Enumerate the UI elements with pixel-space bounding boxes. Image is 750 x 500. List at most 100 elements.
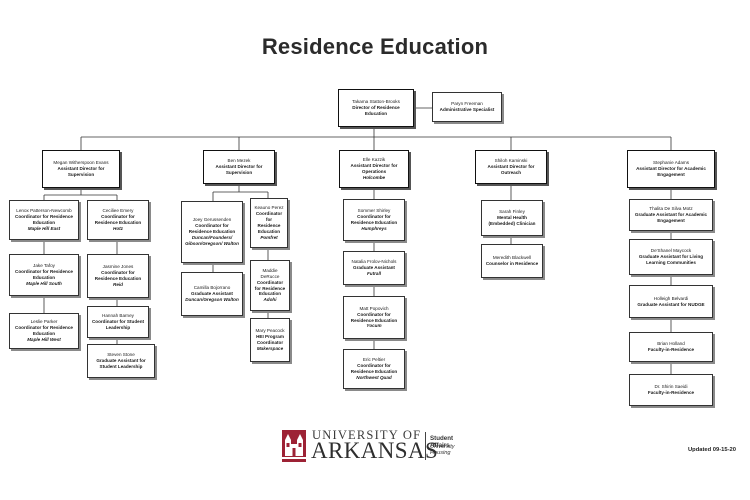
page-title: Residence Education	[261, 34, 489, 59]
staff-location: Duncan/Gregson Walton	[185, 296, 239, 302]
staff-name: Jake Tafoy	[33, 263, 55, 269]
staff-name: Steven Stone	[107, 352, 135, 358]
staff-title: Graduate Assistant for Academic Engageme…	[634, 212, 708, 223]
staff-title: Coordinator for Residence Education	[94, 214, 142, 225]
staff-title: Coordinator for Residence Education	[350, 311, 398, 323]
staff-title: Faculty-in-Residence	[647, 390, 695, 395]
staff-nichols-box: Natalia Frolov-Nichols Graduate Assistan…	[343, 251, 405, 285]
staff-title: Coordinator for Residence Education	[254, 279, 286, 297]
staff-name: Lenox Patterson-Newcomb	[16, 208, 72, 214]
ad-evans-name: Megan Witherspoon Evans	[53, 160, 109, 166]
staff-peacock-box: Mary Peacock HEI Program Coordinator Mak…	[250, 318, 290, 362]
staff-name: Natalia Frolov-Nichols	[351, 259, 397, 265]
ad-kazzik-title: Assistant Director for Operations	[350, 163, 398, 174]
staff-name: Matt Popovich	[359, 305, 389, 311]
ad-mezek-box: Ben Mezek Assistant Director for Supervi…	[203, 150, 275, 184]
staff-location: Maple Hill South	[26, 280, 62, 286]
staff-name: Eric Peltier	[362, 357, 386, 363]
staff-blackwell-box: Meredith Blackwell Counselor in Residenc…	[481, 244, 543, 278]
staff-title: Mental Health (Embedded) Clinician	[488, 215, 536, 226]
ad-adams-box: Stephanie Adams Assistant Director for A…	[627, 150, 715, 188]
staff-title: Graduate Assistant	[191, 291, 233, 297]
staff-shirley-box: Sommer Shirley Coordinator for Residence…	[343, 199, 405, 241]
ad-kazzik-name: Elle Kazzik	[362, 157, 386, 163]
ad-kaminski-name: Shiloh Kaminski	[494, 158, 528, 164]
subdepartment-name: University Housing	[430, 444, 455, 456]
staff-stone-box: Steven Stone Graduate Assistant for Stud…	[87, 344, 155, 378]
staff-gerussenden-box: Joey Gerussenden Coordinator for Residen…	[181, 201, 243, 263]
staff-barney-box: Hannah Barney Coordinator for Student Le…	[87, 306, 149, 338]
staff-location: Futrall	[366, 270, 382, 276]
staff-bojorrano-box: Camilla Bojorrano Graduate Assistant Dun…	[181, 272, 243, 316]
staff-name: Meredith Blackwell	[492, 255, 532, 261]
logo-divider	[425, 432, 426, 460]
admin-box: Paryn Freeman Administrative Specialist	[432, 92, 502, 122]
staff-jones-box: Jasmine Jones Coordinator for Residence …	[87, 254, 149, 298]
staff-title: Counselor in Residence	[485, 261, 539, 266]
staff-name: Sarah Finley	[499, 209, 525, 215]
staff-name: Camilla Bojorrano	[193, 285, 231, 291]
staff-title: Graduate Assistant for Student Leadershi…	[96, 358, 146, 369]
staff-tafoy-box: Jake Tafoy Coordinator for Residence Edu…	[9, 254, 79, 296]
staff-name: Jasmine Jones	[102, 264, 134, 270]
staff-location: Maple Hill East	[27, 225, 61, 231]
university-name-main: ARKANSAS	[311, 438, 439, 463]
staff-saeidi-box: Dr. Shirin Saeidi Faculty-in-Residence	[629, 374, 713, 406]
staff-title: Coordinator for Residence Education	[15, 325, 73, 336]
ad-kaminski-box: Shiloh Kaminski Assistant Director for O…	[475, 150, 547, 184]
staff-name: Dr. Shirin Saeidi	[654, 384, 688, 390]
director-box: Takama Statton-Brooks Director of Reside…	[338, 89, 414, 127]
staff-location: Yocum	[366, 323, 382, 329]
staff-perez-box: Keauno Perez Coordinator for Residence E…	[250, 198, 288, 248]
staff-location: Maple Hill West	[27, 336, 61, 342]
staff-title: Graduate Assistant	[353, 265, 395, 271]
staff-title: Coordinator for Residence Education	[188, 223, 236, 235]
staff-name: Brian Holland	[657, 341, 685, 347]
old-main-icon	[282, 430, 306, 462]
staff-name: Ceciliee Emery	[102, 208, 134, 214]
staff-newcomb-box: Lenox Patterson-Newcomb Coordinator for …	[9, 200, 79, 240]
staff-name: Mary Peacock	[255, 328, 285, 334]
staff-location: Reid	[113, 281, 123, 287]
university-logo: UNIVERSITY OF ARKANSAS Student Affairs U…	[282, 426, 472, 464]
admin-title: Administrative Specialist	[439, 107, 495, 112]
staff-title: HEI Program Coordinator	[256, 334, 284, 345]
staff-location: Northwest Quad	[356, 374, 392, 380]
director-title: Director of Residence Education	[352, 105, 400, 116]
staff-finley-box: Sarah Finley Mental Health (Embedded) Cl…	[481, 200, 543, 236]
staff-name: Holleigh Belvardi	[653, 295, 689, 301]
staff-dellucce-box: Maddie DeRucce Coordinator for Residence…	[250, 260, 290, 311]
staff-peltier-box: Eric Peltier Coordinator for Residence E…	[343, 349, 405, 389]
staff-location: Adohi	[263, 297, 277, 303]
staff-title: Graduate Assistant for NUDGE	[637, 301, 705, 307]
ad-evans-box: Megan Witherspoon Evans Assistant Direct…	[42, 150, 120, 188]
staff-title: Coordinator for Student Leadership	[91, 319, 145, 330]
staff-name: Hannah Barney	[102, 313, 134, 319]
staff-parker-box: Leslie Parker Coordinator for Residence …	[9, 313, 79, 349]
staff-name: Keauno Perez	[254, 205, 284, 211]
staff-location: Makerspace	[256, 345, 284, 351]
admin-name: Paryn Freeman	[451, 101, 483, 107]
ad-kaminski-title: Assistant Director for Outreach	[487, 164, 535, 175]
staff-location: Hotz	[113, 225, 123, 231]
ad-kazzik-location: Holcombe	[362, 174, 386, 180]
staff-title: Coordinator for Residence Education	[15, 214, 73, 225]
staff-holland-box: Brian Holland Faculty-in-Residence	[629, 332, 713, 362]
director-name: Takama Statton-Brooks	[352, 99, 400, 105]
ad-mezek-name: Ben Mezek	[227, 158, 251, 164]
ad-adams-title: Assistant Director for Academic Engageme…	[636, 166, 706, 177]
department-name: Student Affairs	[430, 435, 454, 449]
staff-title: Graduate Assistant for Living Learning C…	[638, 254, 704, 265]
staff-title: Coordinator for Residence Education	[350, 363, 398, 374]
ad-kazzik-box: Elle Kazzik Assistant Director for Opera…	[339, 150, 409, 188]
staff-title: Coordinator for Residence Education	[15, 269, 73, 280]
staff-location: Pomfret	[260, 234, 278, 240]
staff-title: Coordinator for Residence Education	[255, 211, 283, 234]
ad-evans-title: Assistant Director for Supervision	[57, 166, 105, 177]
staff-title: Faculty-in-Residence	[647, 347, 695, 352]
staff-popovich-box: Matt Popovich Coordinator for Residence …	[343, 296, 405, 339]
staff-title: Coordinator for Residence Education	[350, 214, 398, 225]
staff-motz-box: Thalita De Silva Motz Graduate Assistant…	[629, 199, 713, 231]
ad-adams-name: Stephanie Adams	[652, 160, 689, 166]
